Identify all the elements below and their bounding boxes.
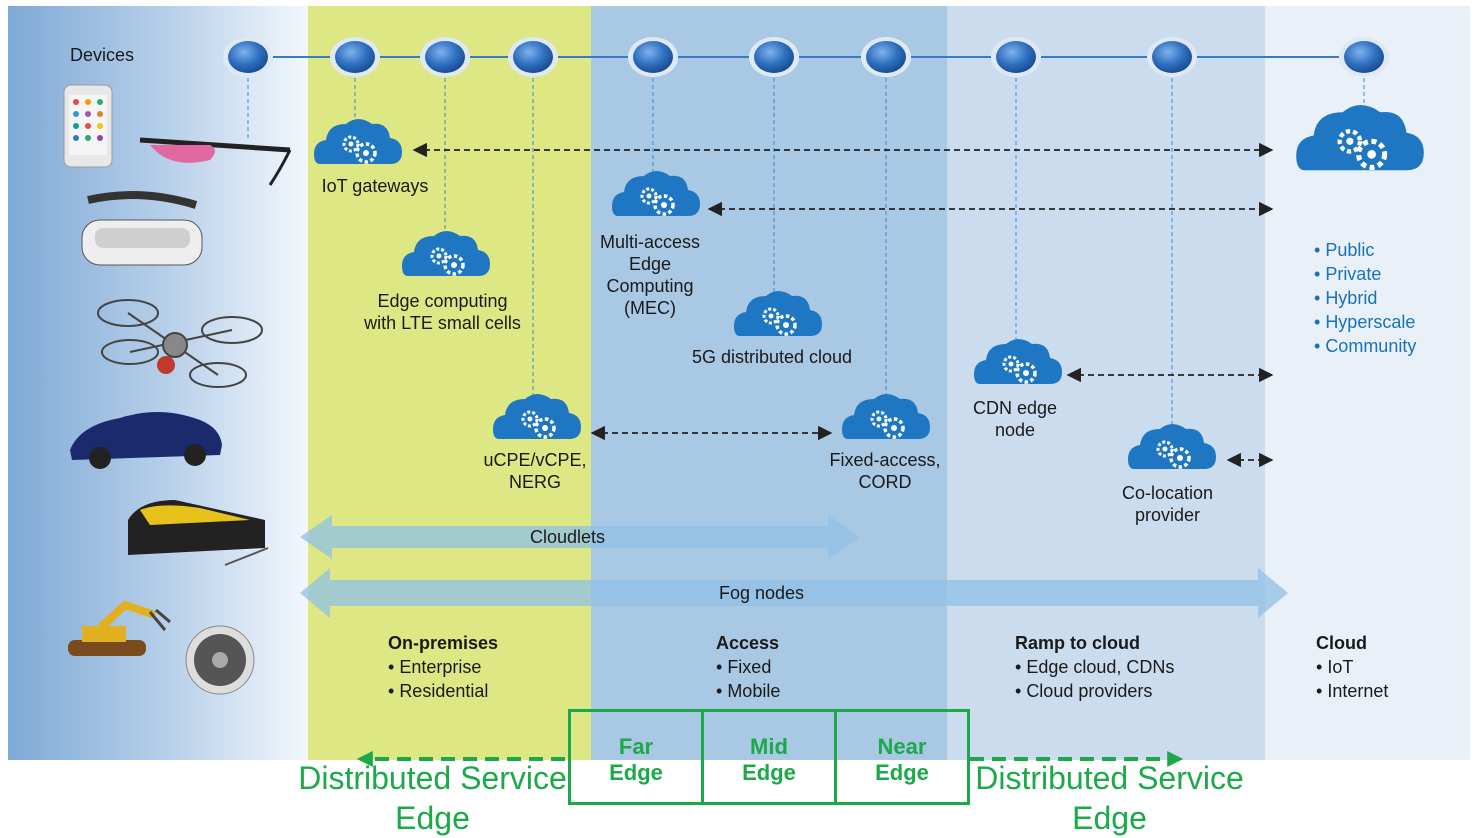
drop-lines [247, 57, 1365, 428]
timeline-node [420, 37, 470, 77]
connection-arrows [412, 142, 1274, 468]
jet-engine-icon [185, 625, 255, 695]
mec-cloud-icon [610, 169, 702, 218]
on-premises-column: On-premises Enterprise Residential [388, 631, 498, 703]
timeline-node [1339, 37, 1389, 77]
devices-title: Devices [70, 45, 135, 65]
vr-headset-icon [81, 191, 203, 266]
colocation-cloud-icon [1126, 422, 1218, 471]
timeline-node [330, 37, 380, 77]
cdn-cloud-icon [972, 337, 1064, 386]
column-item: Enterprise [388, 655, 498, 679]
access-zone [591, 6, 947, 760]
timeline-node [991, 37, 1041, 77]
cloudlets-band [300, 515, 860, 559]
column-item: IoT [1316, 655, 1388, 679]
ucpe-cloud-icon [491, 392, 583, 441]
fixed-access-label: Fixed-access,CORD [829, 450, 941, 492]
cloud-type-item: Hybrid [1314, 286, 1416, 310]
cloud-type-item: Community [1314, 334, 1416, 358]
fiveg-cloud-icon [732, 289, 824, 338]
drone-icon [97, 299, 263, 388]
timeline-node [628, 37, 678, 77]
smartphone-icon [63, 84, 113, 168]
train-icon [128, 500, 269, 566]
fog-nodes-label: Fog nodes [719, 583, 805, 603]
ramp-to-cloud-column: Ramp to cloud Edge cloud, CDNs Cloud pro… [1015, 631, 1174, 703]
iot-gateway-cloud-icon [312, 117, 404, 166]
column-item: Internet [1316, 679, 1388, 703]
timeline-node [223, 37, 273, 77]
sports-car-icon [70, 411, 222, 469]
cloudlets-label: Cloudlets [530, 527, 606, 547]
public-cloud-icon [1296, 105, 1424, 170]
cloud-column: Cloud IoT Internet [1316, 631, 1388, 703]
column-item: Edge cloud, CDNs [1015, 655, 1174, 679]
ucpe-label: uCPE/vCPE,NERG [483, 450, 587, 492]
column-item: Mobile [716, 679, 780, 703]
column-title: Cloud [1316, 633, 1367, 653]
lte-cloud-icon [400, 229, 492, 278]
cloud-types-list: Public Private Hybrid Hyperscale Communi… [1314, 238, 1416, 358]
robot-arm-icon [68, 600, 171, 656]
cloud-type-item: Public [1314, 238, 1416, 262]
timeline-node [508, 37, 558, 77]
column-title: On-premises [388, 633, 499, 653]
timeline-node [861, 37, 911, 77]
column-item: Cloud providers [1015, 679, 1174, 703]
column-title: Access [716, 633, 780, 653]
fiveg-label: 5G distributed cloud [691, 347, 853, 367]
devices-zone [8, 6, 308, 760]
fog-nodes-band [300, 568, 1288, 618]
column-title: Ramp to cloud [1015, 633, 1140, 653]
fixed-access-cloud-icon [840, 392, 932, 441]
timeline-node [749, 37, 799, 77]
column-item: Residential [388, 679, 498, 703]
iot-gateways-label: IoT gateways [321, 176, 429, 196]
smart-glasses-icon [139, 137, 292, 186]
cloud-type-item: Hyperscale [1314, 310, 1416, 334]
timeline-nodes [223, 37, 1389, 77]
access-column: Access Fixed Mobile [716, 631, 780, 703]
timeline-node [1147, 37, 1197, 77]
column-item: Fixed [716, 655, 780, 679]
cloud-type-item: Private [1314, 262, 1416, 286]
